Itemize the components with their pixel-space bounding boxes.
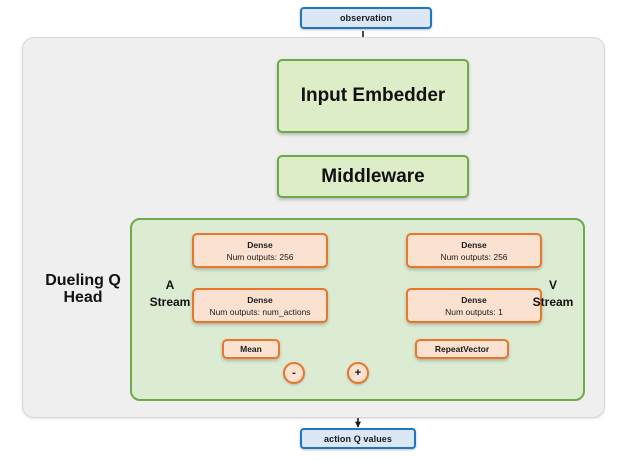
mean-node[interactable]: Mean	[222, 339, 280, 359]
add-operator[interactable]: +	[347, 362, 369, 384]
dueling-q-head-label-line1: Dueling Q	[45, 272, 121, 289]
a-stream-dense-numactions-subtitle: Num outputs: num_actions	[209, 306, 311, 317]
observation-label: observation	[339, 13, 393, 23]
observation-node[interactable]: observation	[300, 7, 432, 29]
add-operator-symbol: +	[354, 366, 362, 379]
a-stream-dense-numactions-title: Dense	[247, 294, 273, 305]
action-q-values-node[interactable]: action Q values	[300, 428, 416, 449]
repeat-vector-node[interactable]: RepeatVector	[415, 339, 509, 359]
a-stream-label: A Stream	[140, 277, 200, 311]
v-stream-dense-1-subtitle: Num outputs: 1	[445, 306, 503, 317]
middleware-label: Middleware	[321, 165, 425, 187]
mean-label: Mean	[240, 344, 262, 354]
dueling-q-head-label-line2: Head	[63, 289, 103, 306]
v-stream-dense-256-subtitle: Num outputs: 256	[440, 251, 508, 262]
repeat-vector-label: RepeatVector	[434, 344, 490, 354]
v-stream-label-line1: V	[548, 278, 557, 292]
middleware-node[interactable]: Middleware	[277, 155, 469, 198]
v-stream-label-line2: Stream	[532, 295, 574, 309]
subtract-operator-symbol: -	[292, 366, 296, 379]
v-stream-dense-256-node[interactable]: Dense Num outputs: 256	[406, 233, 542, 268]
a-stream-dense-256-subtitle: Num outputs: 256	[226, 251, 294, 262]
a-stream-dense-numactions-node[interactable]: Dense Num outputs: num_actions	[192, 288, 328, 323]
v-stream-dense-1-title: Dense	[461, 294, 487, 305]
a-stream-label-line2: Stream	[149, 295, 191, 309]
action-q-values-label: action Q values	[323, 433, 393, 444]
dueling-q-head-label: Dueling Q Head	[28, 272, 138, 306]
a-stream-dense-256-title: Dense	[247, 239, 273, 250]
v-stream-dense-256-title: Dense	[461, 239, 487, 250]
a-stream-dense-256-node[interactable]: Dense Num outputs: 256	[192, 233, 328, 268]
input-embedder-node[interactable]: Input Embedder	[277, 59, 469, 133]
subtract-operator[interactable]: -	[283, 362, 305, 384]
input-embedder-label: Input Embedder	[300, 85, 446, 106]
v-stream-label: V Stream	[523, 277, 583, 311]
v-stream-dense-1-node[interactable]: Dense Num outputs: 1	[406, 288, 542, 323]
a-stream-label-line1: A	[165, 278, 175, 292]
